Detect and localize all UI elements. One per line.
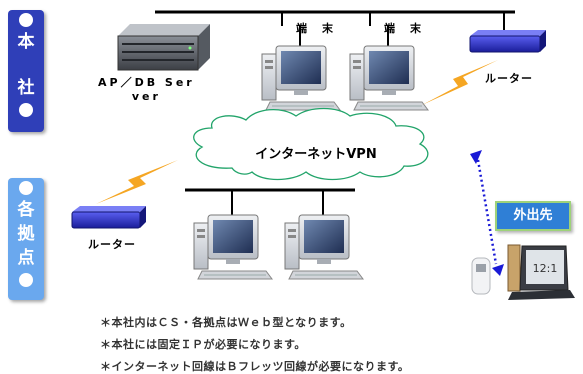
server-icon bbox=[117, 24, 210, 71]
terminal-label: 端 末 bbox=[384, 22, 423, 35]
router-icon bbox=[71, 206, 146, 229]
hq-char-1: 本 bbox=[17, 32, 35, 52]
bullet-dot bbox=[19, 181, 33, 195]
router-top-label: ルーター bbox=[485, 72, 533, 85]
branch-char-2: 拠 bbox=[17, 224, 35, 244]
server-label-line2: ver bbox=[131, 90, 161, 103]
terminal-label: 端 末 bbox=[296, 22, 335, 35]
pc-icon bbox=[349, 45, 429, 111]
router-icon bbox=[469, 30, 546, 53]
phone-icon bbox=[471, 257, 491, 295]
note-line: ＊インターネット回線はＢフレッツ回線が必要になります。 bbox=[100, 360, 410, 373]
branch-label: 各 拠 点 bbox=[8, 178, 44, 300]
bullet-dot bbox=[19, 13, 33, 27]
remote-label-text: 外出先 bbox=[513, 208, 553, 223]
svg-text:12:1: 12:1 bbox=[533, 262, 558, 275]
branch-char-3: 点 bbox=[17, 248, 35, 268]
pc-icon bbox=[193, 214, 273, 280]
cloud-icon bbox=[193, 107, 429, 181]
server-label: AP／DB Ser ver bbox=[98, 76, 195, 104]
hq-label: 本 社 bbox=[8, 10, 44, 132]
note-line: ＊本社内はＣＳ・各拠点はＷｅｂ型となります。 bbox=[100, 316, 352, 329]
lightning-icon bbox=[96, 160, 178, 204]
pc-icon bbox=[261, 45, 341, 111]
vpn-label: インターネットVPN bbox=[255, 147, 377, 162]
remote-link-arrow bbox=[470, 150, 504, 276]
note-line: ＊本社には固定ＩＰが必要になります。 bbox=[100, 338, 306, 351]
remote-label: 外出先 bbox=[495, 201, 571, 231]
laptop-icon: 12:1 bbox=[507, 244, 575, 300]
server-label-line1: AP／DB Ser bbox=[98, 76, 195, 89]
pc-icon bbox=[284, 214, 364, 280]
router-bottom-label: ルーター bbox=[88, 238, 136, 251]
bullet-dot bbox=[19, 273, 33, 287]
bullet-dot bbox=[19, 103, 33, 117]
hq-char-2: 社 bbox=[17, 78, 35, 98]
lightning-icon bbox=[422, 60, 498, 105]
branch-char-1: 各 bbox=[17, 200, 35, 220]
